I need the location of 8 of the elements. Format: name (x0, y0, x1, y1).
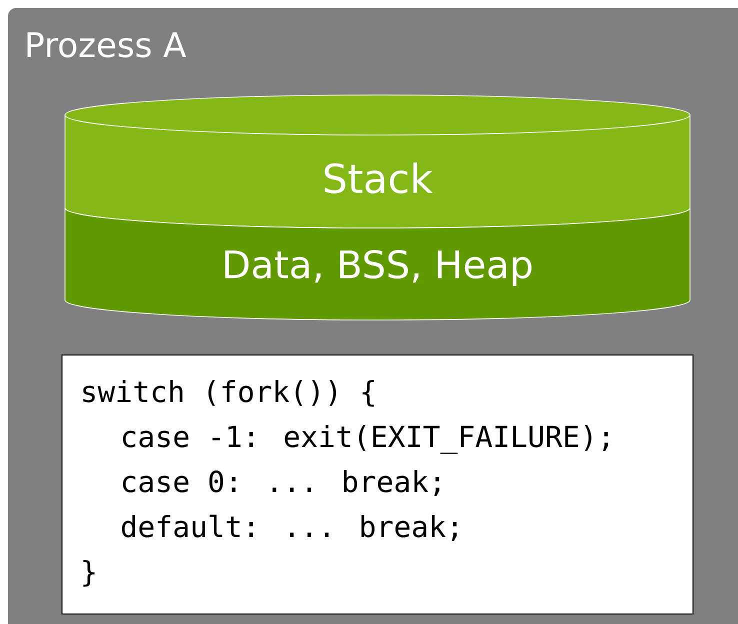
code-line: default: ... break; (122, 514, 457, 542)
code-box (62, 354, 694, 614)
cylinder-band: Data, BSS, Heap (64, 208, 690, 320)
code-line: case 0: ... break; (122, 470, 440, 496)
code-line: switch (fork()) { (83, 380, 374, 407)
code-line: } (83, 560, 95, 587)
cylinder-band: Stack (64, 94, 690, 228)
code-line: case -1: exit(EXIT_FAILURE); (122, 424, 608, 454)
